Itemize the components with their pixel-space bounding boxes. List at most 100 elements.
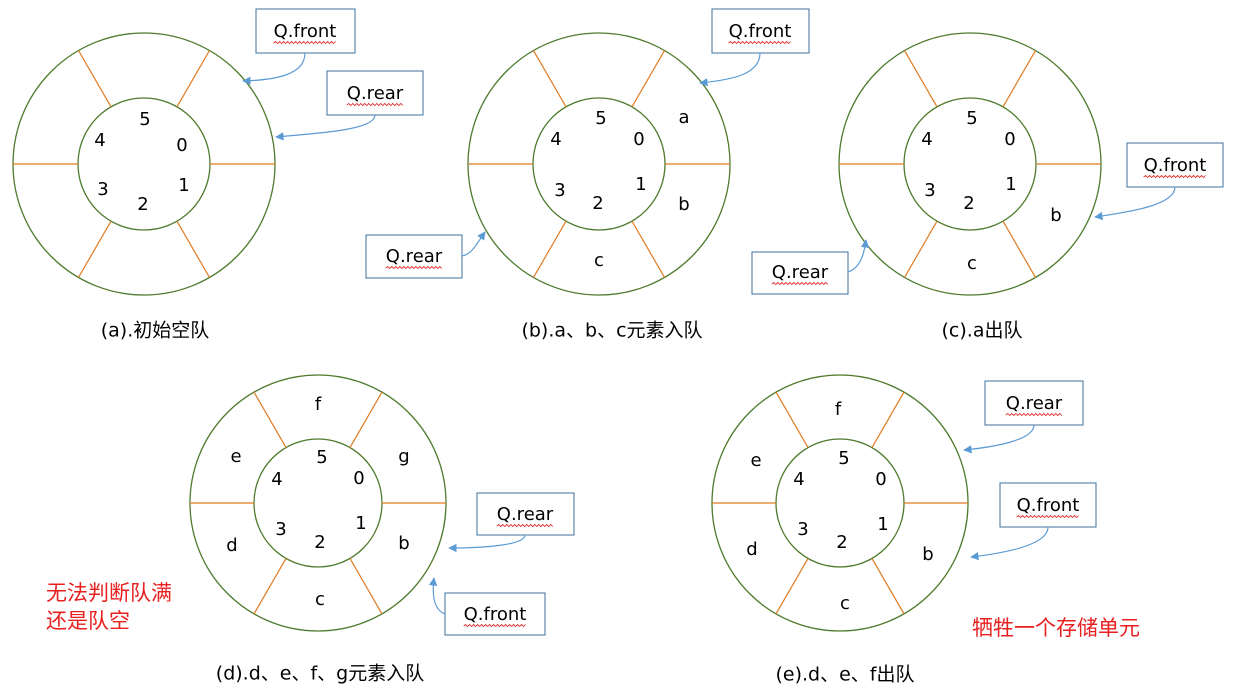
slot-number-4: 4 — [550, 129, 561, 150]
slot-element-2: c — [315, 589, 325, 610]
ring-divider-4 — [903, 220, 938, 278]
spellcheck-underline — [1016, 514, 1079, 519]
slot-number-1: 1 — [635, 174, 646, 195]
ring-dividers — [468, 50, 730, 278]
spellcheck-underline — [496, 523, 554, 528]
ring-dividers — [712, 391, 968, 615]
rear-pointer-arrow — [847, 239, 870, 273]
slot-element-1: b — [1050, 205, 1061, 226]
note-line-2: 还是队空 — [46, 609, 130, 633]
caption: (e).d、e、f出队 — [776, 664, 915, 686]
slot-number-4: 4 — [921, 129, 932, 150]
slot-number-4: 4 — [793, 469, 804, 490]
rear-pointer: Q.rear — [963, 380, 1084, 454]
spellcheck-underline — [385, 265, 443, 270]
ring-divider-4 — [253, 558, 287, 615]
slot-element-2: c — [594, 250, 604, 271]
ring-divider-1 — [349, 391, 383, 448]
slot-element-0: a — [678, 107, 689, 128]
slot-number-4: 4 — [271, 469, 282, 490]
slot-element-3: d — [746, 539, 757, 560]
slot-number-2: 2 — [314, 532, 325, 553]
rear-pointer-arrow — [448, 534, 526, 553]
slot-element-2: c — [840, 593, 850, 614]
front-pointer-label: Q.front — [464, 604, 527, 625]
slot-element-1: b — [678, 194, 689, 215]
slot-element-1: b — [922, 544, 933, 565]
slot-number-2: 2 — [592, 193, 603, 214]
caption: (c).a出队 — [942, 320, 1023, 342]
front-pointer-box — [444, 592, 546, 636]
caption: (b).a、b、c元素入队 — [521, 320, 702, 342]
front-pointer-arrow — [1094, 186, 1176, 221]
diagram-b: 0 1 2 3 4 5 a b c Q.front Q.rear (b).a、b… — [365, 8, 810, 342]
ring-divider-4 — [775, 558, 809, 615]
note-line-1: 无法判断队满 — [46, 581, 172, 605]
front-pointer-label: Q.front — [729, 21, 792, 42]
spellcheck-underline — [728, 40, 791, 45]
front-pointer-box — [711, 8, 810, 54]
slot-element-3: d — [226, 535, 237, 556]
rear-pointer-label: Q.rear — [347, 83, 404, 104]
diagram-a: 0 1 2 3 4 5 Q.front Q.rear (a).初始空队 — [12, 8, 424, 342]
slot-element-2: c — [967, 253, 977, 274]
caption: (d).d、e、f、g元素入队 — [216, 663, 424, 685]
slot-number-5: 5 — [838, 448, 849, 469]
rear-pointer: Q.rear — [365, 231, 486, 279]
rear-pointer: Q.rear — [275, 70, 424, 141]
slot-element-4: e — [750, 450, 761, 471]
spellcheck-underline — [1143, 174, 1206, 179]
slot-element-1: b — [398, 533, 409, 554]
ring-divider-4 — [532, 220, 567, 278]
ring-divider-5 — [631, 220, 666, 278]
front-pointer-arrow — [970, 526, 1049, 561]
ring-divider-5 — [871, 558, 905, 615]
slot-number-5: 5 — [139, 109, 150, 130]
ring-dividers — [13, 50, 275, 278]
ring-divider-2 — [532, 50, 567, 108]
rear-pointer: Q.rear — [448, 492, 575, 553]
rear-pointer-label: Q.rear — [497, 504, 554, 525]
slot-number-2: 2 — [836, 532, 847, 553]
ring-divider-1 — [631, 50, 666, 108]
caption: (a).初始空队 — [101, 320, 210, 342]
front-pointer-label: Q.front — [1144, 155, 1207, 176]
ring-divider-2 — [903, 50, 938, 108]
front-pointer-box — [1126, 142, 1224, 188]
rear-pointer-label: Q.rear — [1006, 393, 1063, 414]
diagram-d: 0 1 2 3 4 5 g b c d e f Q.rear Q.front 无… — [46, 374, 575, 685]
slot-number-5: 5 — [595, 108, 606, 129]
rear-pointer-box — [326, 70, 424, 116]
slot-number-1: 1 — [1005, 174, 1016, 195]
slot-number-3: 3 — [97, 179, 108, 200]
front-pointer-box — [999, 482, 1097, 528]
slot-number-5: 5 — [316, 447, 327, 468]
slot-number-0: 0 — [875, 469, 886, 490]
ring-divider-1 — [871, 391, 905, 448]
slot-number-3: 3 — [554, 180, 565, 201]
front-pointer-label: Q.front — [274, 21, 337, 42]
slot-number-3: 3 — [797, 519, 808, 540]
diagram-e: 0 1 2 3 4 5 b c d e f Q.rear Q.front 牺牲一… — [711, 374, 1140, 686]
slot-number-2: 2 — [137, 194, 148, 215]
ring-divider-1 — [176, 50, 211, 108]
rear-pointer-label: Q.rear — [772, 262, 829, 283]
ring-divider-5 — [1002, 220, 1037, 278]
slot-number-0: 0 — [176, 135, 187, 156]
ring-divider-4 — [77, 220, 112, 278]
front-pointer-label: Q.front — [1017, 495, 1080, 516]
front-pointer: Q.front — [1094, 142, 1224, 221]
ring-divider-2 — [253, 391, 287, 448]
note-line-1: 牺牲一个存储单元 — [972, 616, 1140, 640]
rear-pointer-arrow — [963, 424, 1035, 454]
front-pointer: Q.front — [242, 8, 356, 85]
rear-pointer: Q.rear — [751, 239, 870, 295]
slot-element-5: f — [835, 399, 842, 420]
slot-number-3: 3 — [275, 519, 286, 540]
diagram-c: 0 1 2 3 4 5 b c Q.front Q.rear (c).a出队 — [751, 32, 1224, 342]
ring-divider-1 — [1002, 50, 1037, 108]
spellcheck-underline — [346, 102, 404, 107]
ring-dividers — [190, 391, 446, 615]
ring-divider-2 — [77, 50, 112, 108]
